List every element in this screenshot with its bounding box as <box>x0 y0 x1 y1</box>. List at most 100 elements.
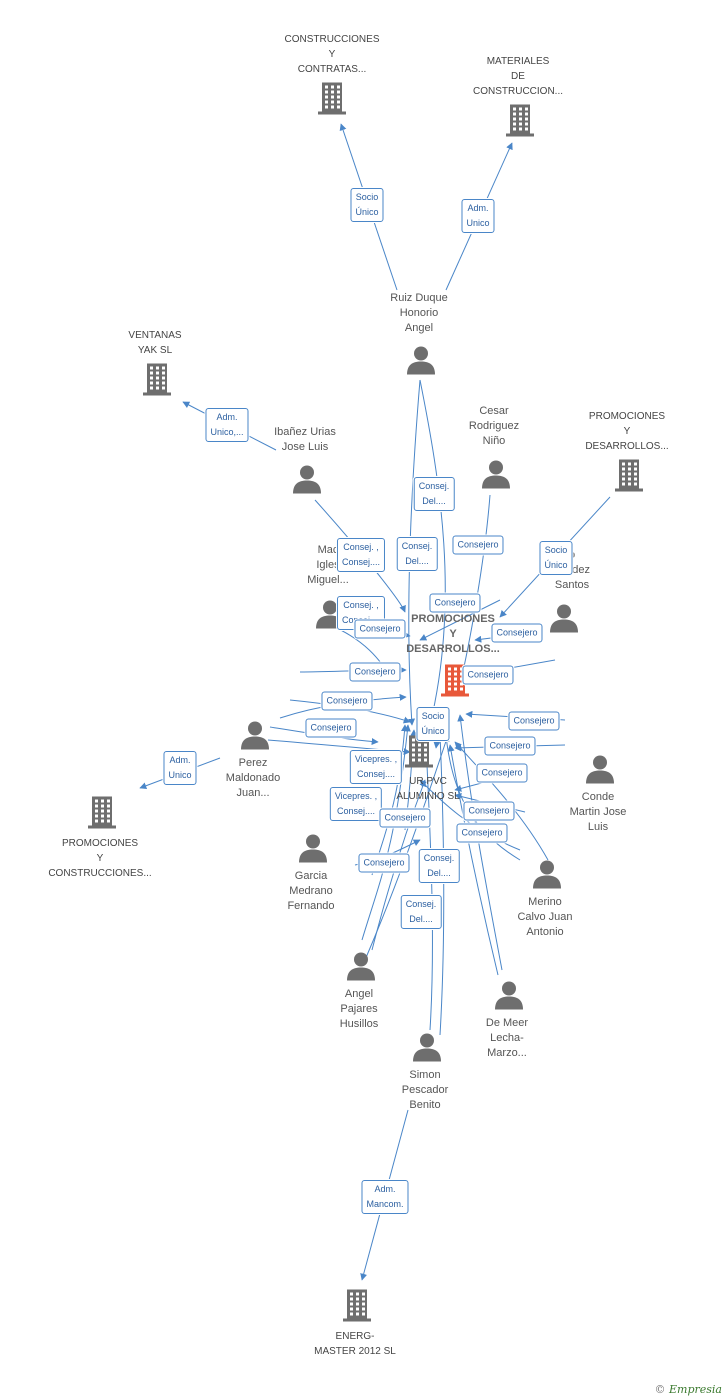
edge-line <box>454 741 549 861</box>
label-line: Angel <box>344 988 374 1000</box>
relation-label[interactable]: Consejero <box>305 718 357 738</box>
relation-label-line: Consejero <box>468 805 510 816</box>
relation-label-line: Consej. <box>401 541 433 551</box>
label-line: Honorio <box>399 307 439 319</box>
building-icon[interactable] <box>142 362 172 401</box>
label-line: Luis <box>587 821 609 833</box>
company-name[interactable]: ENERG-MASTER 2012 SL <box>314 1329 396 1359</box>
relation-label-line: Consejero <box>434 597 476 608</box>
relation-label-line: Unico,... <box>210 427 244 437</box>
person-icon[interactable] <box>406 345 436 380</box>
building-icon[interactable] <box>614 458 644 497</box>
person-icon[interactable] <box>412 1032 442 1067</box>
relation-label[interactable]: Consejero <box>349 662 401 682</box>
relation-label-line: Vicepres. , <box>354 754 398 764</box>
label-line: DESARROLLOS... <box>406 643 500 655</box>
relation-label[interactable]: Consejero <box>508 711 560 731</box>
relation-label-line: Único <box>544 560 568 570</box>
label-line: Santos <box>554 579 590 591</box>
building-icon[interactable] <box>440 663 470 702</box>
relation-label-line: Consejero <box>384 812 426 823</box>
building-icon[interactable] <box>404 734 434 773</box>
person-icon[interactable] <box>585 754 615 789</box>
relation-label[interactable]: Consej.Del.... <box>418 849 460 883</box>
relation-label[interactable]: Consej. ,Consej.... <box>336 538 386 572</box>
label-line: Marzo... <box>487 1047 527 1059</box>
label-line: Juan... <box>236 787 270 799</box>
person-icon[interactable] <box>240 720 270 755</box>
relation-label-line: Consejero <box>467 669 509 680</box>
relation-label[interactable]: Consejero <box>379 808 431 828</box>
relation-label-line: Del.... <box>422 496 446 506</box>
label-line: YAK SL <box>137 345 173 356</box>
person-icon[interactable] <box>532 859 562 894</box>
relation-label[interactable]: Consejero <box>476 763 528 783</box>
brand-logo: Empresia <box>669 1383 722 1396</box>
relation-label[interactable]: Adm.Unico <box>461 199 495 233</box>
relation-label[interactable]: Consejero <box>429 593 481 613</box>
relation-label-line: Socio <box>544 545 568 555</box>
relation-label[interactable]: Consej.Del.... <box>396 537 438 571</box>
building-icon[interactable] <box>87 795 117 834</box>
relation-label[interactable]: Consejero <box>463 801 515 821</box>
relation-label-line: Consejero <box>481 767 523 778</box>
label-line: DE <box>511 71 525 82</box>
relation-label-line: Único <box>355 207 379 217</box>
person-icon[interactable] <box>292 464 322 499</box>
relation-label[interactable]: Vicepres. ,Consej.... <box>349 750 403 784</box>
relation-label[interactable]: Consejero <box>491 623 543 643</box>
person-icon[interactable] <box>549 603 579 638</box>
relation-label[interactable]: Consejero <box>358 853 410 873</box>
label-line: CONTRATAS... <box>297 64 367 75</box>
person-icon[interactable] <box>346 951 376 986</box>
relation-label[interactable]: Adm.Mancom. <box>361 1180 409 1214</box>
building-icon[interactable] <box>342 1288 372 1327</box>
relation-label-line: Consej. <box>405 899 437 909</box>
person-icon[interactable] <box>481 459 511 494</box>
relation-label[interactable]: Consejero <box>462 665 514 685</box>
relation-label[interactable]: Consejero <box>354 619 406 639</box>
building-icon[interactable] <box>317 81 347 120</box>
relation-label-line: Consejero <box>363 857 405 868</box>
building-icon[interactable] <box>505 103 535 142</box>
relation-label-line: Consejero <box>496 627 538 638</box>
relation-label[interactable]: Consejero <box>484 736 536 756</box>
relation-label[interactable]: Consej.Del.... <box>400 895 442 929</box>
label-line: Rodriguez <box>468 420 520 432</box>
relation-label[interactable]: Consejero <box>452 535 504 555</box>
relation-label[interactable]: Consejero <box>321 691 373 711</box>
relation-label[interactable]: Consejero <box>456 823 508 843</box>
relation-label-line: Consejero <box>457 539 499 550</box>
label-line: Martin Jose <box>569 806 627 818</box>
label-line: Benito <box>409 1099 441 1111</box>
relation-label[interactable]: Adm.Unico <box>163 751 197 785</box>
person-icon[interactable] <box>494 980 524 1015</box>
relation-label[interactable]: Adm.Unico,... <box>205 408 249 442</box>
label-line: UR PVC <box>409 776 447 787</box>
relation-label[interactable]: Vicepres. ,Consej.... <box>329 787 383 821</box>
label-line: PROMOCIONES <box>61 838 139 849</box>
person-icon[interactable] <box>298 833 328 868</box>
relation-label[interactable]: Consej.Del.... <box>413 477 455 511</box>
